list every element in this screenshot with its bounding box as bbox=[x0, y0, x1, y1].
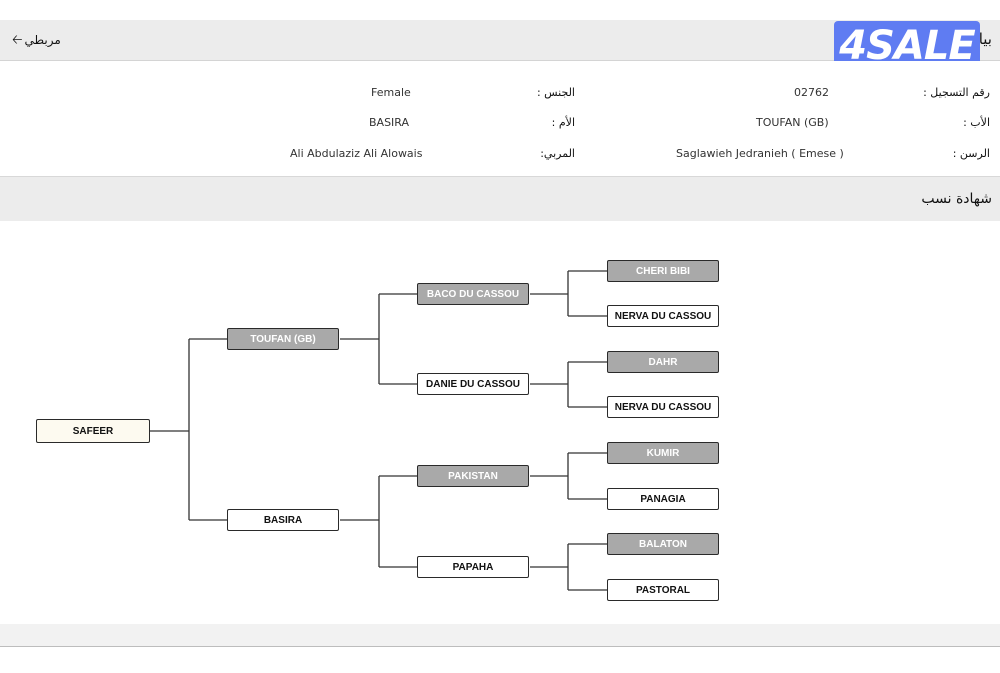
pedigree-node-dd-sire: BALATON bbox=[607, 533, 719, 555]
sex-value: Female bbox=[371, 86, 411, 99]
sex-label: الجنس : bbox=[536, 86, 575, 99]
top-bar: 🡠 مربطي بيانات الجواد bbox=[0, 20, 1000, 61]
pedigree-node-ss-dam: NERVA DU CASSOU bbox=[607, 305, 719, 327]
pedigree-tree: SAFEER TOUFAN (GB) BASIRA BACO DU CASSOU… bbox=[0, 221, 1000, 624]
pedigree-connectors bbox=[150, 270, 607, 591]
reg-value: 02762 bbox=[794, 86, 829, 99]
section-title: شهادة نسب bbox=[921, 191, 992, 207]
strain-label: الرسن : bbox=[952, 147, 990, 160]
pedigree-node-root: SAFEER bbox=[36, 419, 150, 443]
pedigree-node-sire-sire: BACO DU CASSOU bbox=[417, 283, 529, 305]
pedigree-node-ds-sire: KUMIR bbox=[607, 442, 719, 464]
pedigree-node-sire-dam: DANIE DU CASSOU bbox=[417, 373, 529, 395]
dam-value: BASIRA bbox=[369, 116, 410, 129]
sire-label: الأب : bbox=[963, 116, 990, 129]
breeder-value: Ali Abdulaziz Ali Alowais bbox=[290, 147, 423, 160]
dam-label: الأم : bbox=[551, 116, 575, 129]
footer-band bbox=[0, 624, 1000, 646]
pedigree-node-dd-dam: PASTORAL bbox=[607, 579, 719, 601]
arrow-left-icon: 🡠 bbox=[12, 32, 23, 48]
pedigree-section-header: شهادة نسب bbox=[0, 176, 1000, 222]
divider bbox=[0, 646, 1000, 647]
pedigree-node-sire: TOUFAN (GB) bbox=[227, 328, 339, 350]
reg-label: رقم التسجيل : bbox=[923, 86, 990, 99]
back-label: مربطي bbox=[24, 33, 61, 47]
pedigree-node-ds-dam: PANAGIA bbox=[607, 488, 719, 510]
back-button[interactable]: 🡠 مربطي bbox=[12, 33, 61, 47]
strain-value: Saglawieh Jedranieh ( Emese ) bbox=[676, 147, 844, 160]
pedigree-node-ss-sire: CHERI BIBI bbox=[607, 260, 719, 282]
horse-info: رقم التسجيل : 02762 الجنس : Female الأب … bbox=[0, 61, 1000, 176]
pedigree-node-dam-dam: PAPAHA bbox=[417, 556, 529, 578]
pedigree-node-sd-sire: DAHR bbox=[607, 351, 719, 373]
pedigree-node-dam: BASIRA bbox=[227, 509, 339, 531]
sire-value: TOUFAN (GB) bbox=[756, 116, 829, 129]
pedigree-node-sd-dam: NERVA DU CASSOU bbox=[607, 396, 719, 418]
breeder-label: المربي: bbox=[540, 147, 575, 160]
pedigree-node-dam-sire: PAKISTAN bbox=[417, 465, 529, 487]
